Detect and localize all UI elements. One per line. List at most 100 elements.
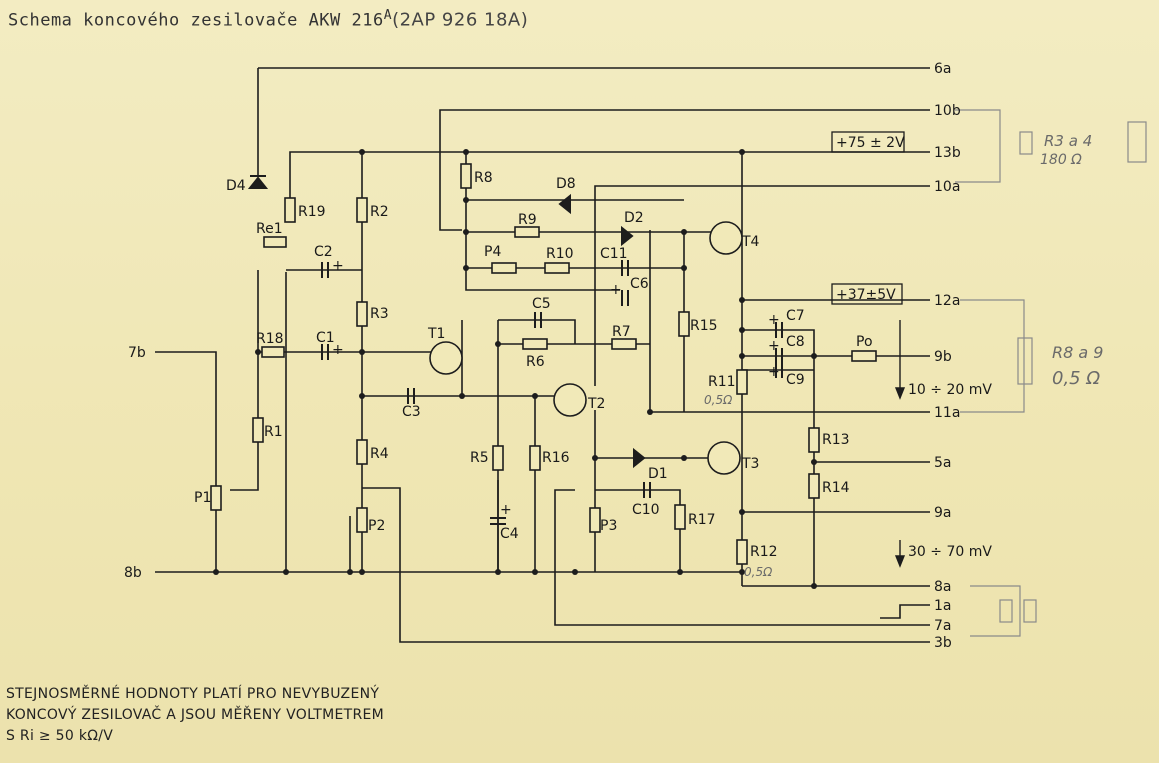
resistor-r9 xyxy=(514,226,540,238)
resistor-r5 xyxy=(492,445,504,471)
label-d8: D8 xyxy=(556,176,576,192)
footnote-line-3: S Ri ≥ 50 kΩ/V xyxy=(6,728,114,744)
label-r12: R12 xyxy=(750,544,778,560)
potentiometer-p2 xyxy=(356,507,368,533)
label-r14: R14 xyxy=(822,480,850,496)
transistor-t4 xyxy=(709,221,743,255)
label-c1: C1 xyxy=(316,330,335,346)
label-c11: C11 xyxy=(600,246,628,262)
label-p2: P2 xyxy=(368,518,385,534)
label-t1: T1 xyxy=(427,326,445,342)
label-r12-value: 0,5Ω xyxy=(744,565,773,579)
terminal-7b: 7b xyxy=(128,345,146,361)
resistor-r3 xyxy=(356,301,368,327)
plus-c2: + xyxy=(332,258,344,274)
footnote-line-1: STEJNOSMĚRNÉ HODNOTY PLATÍ PRO NEVYBUZEN… xyxy=(6,686,380,702)
label-d2: D2 xyxy=(624,210,644,226)
label-r4: R4 xyxy=(370,446,389,462)
plus-c8: + xyxy=(768,338,780,354)
label-c10: C10 xyxy=(632,502,660,518)
label-c4: C4 xyxy=(500,526,519,542)
resistor-r7 xyxy=(611,338,637,350)
label-r15: R15 xyxy=(690,318,718,334)
label-c5: C5 xyxy=(532,296,551,312)
terminal-13b: 13b xyxy=(934,145,961,161)
label-r11-value: 0,5Ω xyxy=(704,393,733,407)
label-c2: C2 xyxy=(314,244,333,260)
relay-re1 xyxy=(263,236,287,248)
label-c9: C9 xyxy=(786,372,805,388)
label-r13: R13 xyxy=(822,432,850,448)
resistor-r1 xyxy=(252,417,264,443)
resistor-po xyxy=(851,350,877,362)
label-r6: R6 xyxy=(526,354,545,370)
terminal-1a: 1a xyxy=(934,598,952,614)
footnote-line-2: KONCOVÝ ZESILOVAČ A JSOU MĚŘENY VOLTMETR… xyxy=(6,707,385,723)
transistor-t1 xyxy=(429,341,463,375)
resistor-r17 xyxy=(674,504,686,530)
handwritten-sketches xyxy=(955,109,1147,637)
footnote: STEJNOSMĚRNÉ HODNOTY PLATÍ PRO NEVYBUZEN… xyxy=(6,684,384,747)
label-r8: R8 xyxy=(474,170,493,186)
hand-r8a9: R8 a 9 xyxy=(1052,343,1103,362)
resistor-r12 xyxy=(736,539,748,565)
title-main: Schema koncového zesilovače AKW 216 xyxy=(8,10,384,31)
label-t4: T4 xyxy=(741,234,760,250)
resistor-r13 xyxy=(808,427,820,453)
voltage-37v: +37±5V xyxy=(836,287,896,303)
label-r2: R2 xyxy=(370,204,389,220)
terminal-11a: 11a xyxy=(934,405,960,421)
transistor-t2 xyxy=(553,383,587,417)
terminal-8b: 8b xyxy=(124,565,142,581)
terminal-9a: 9a xyxy=(934,505,952,521)
label-r10: R10 xyxy=(546,246,574,262)
hand-05ohm: 0,5 Ω xyxy=(1052,368,1100,389)
resistor-r18 xyxy=(261,346,285,358)
terminal-6a: 6a xyxy=(934,61,952,77)
terminal-5a: 5a xyxy=(934,455,952,471)
component-labels: D4 R19 Re1 C2 R2 R8 D8 R9 D2 T4 P4 R10 C… xyxy=(194,170,873,579)
hand-r3a4: R3 a 4 xyxy=(1044,132,1092,150)
label-c3: C3 xyxy=(402,404,421,420)
plus-c4: + xyxy=(500,502,512,518)
label-re1: Re1 xyxy=(256,221,283,237)
label-c7: C7 xyxy=(786,308,805,324)
resistor-r19 xyxy=(284,197,296,223)
label-r7: R7 xyxy=(612,324,631,340)
label-t3: T3 xyxy=(741,456,759,472)
terminal-10b: 10b xyxy=(934,103,961,119)
resistor-r11 xyxy=(736,369,748,395)
potentiometer-p3 xyxy=(589,507,601,533)
resistor-r15 xyxy=(678,311,690,337)
title-handwritten: (2AP 926 18A) xyxy=(392,9,529,31)
terminal-9b: 9b xyxy=(934,349,952,365)
resistor-r4 xyxy=(356,439,368,465)
title-suffix: A xyxy=(383,8,393,23)
plus-c7: + xyxy=(768,312,780,328)
resistor-r16 xyxy=(529,445,541,471)
components xyxy=(210,163,877,565)
label-r1: R1 xyxy=(264,424,283,440)
terminal-3b: 3b xyxy=(934,635,952,651)
measurement-30-70mv: 30 ÷ 70 mV xyxy=(908,544,992,560)
terminal-10a: 10a xyxy=(934,179,960,195)
measurement-10-20mv: 10 ÷ 20 mV xyxy=(908,382,992,398)
voltage-labels: +75 ± 2V +37±5V 10 ÷ 20 mV 30 ÷ 70 mV xyxy=(836,135,992,560)
resistor-r8 xyxy=(460,163,472,189)
resistor-r14 xyxy=(808,473,820,499)
capacitors-diodes xyxy=(247,175,783,525)
label-r17: R17 xyxy=(688,512,716,528)
label-po: Po xyxy=(856,334,873,350)
label-p4: P4 xyxy=(484,244,501,260)
handwritten-annotations: R3 a 4 180 Ω R8 a 9 0,5 Ω xyxy=(1040,132,1103,389)
measurement-arrows xyxy=(894,320,906,568)
potentiometer-p1 xyxy=(210,485,222,511)
voltage-boxes xyxy=(831,131,905,305)
terminal-labels: 6a 10b 13b 10a 12a 9b 11a 5a 9a 8a 1a 7a… xyxy=(124,61,961,651)
potentiometer-p4 xyxy=(491,262,517,274)
resistor-r6 xyxy=(522,338,548,350)
resistor-r2 xyxy=(356,197,368,223)
terminal-12a: 12a xyxy=(934,293,960,309)
terminal-8a: 8a xyxy=(934,579,952,595)
